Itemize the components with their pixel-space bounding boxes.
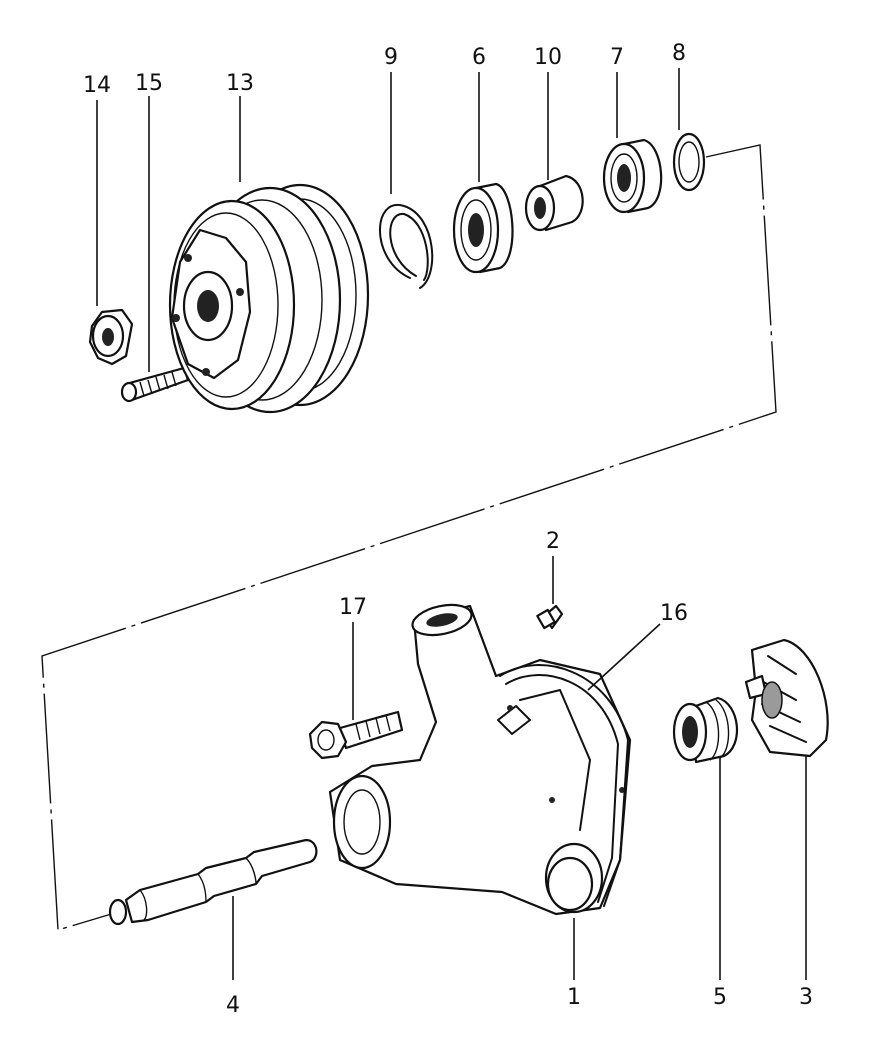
callout-14: 14 bbox=[83, 73, 111, 98]
hex-nut-14 bbox=[88, 308, 134, 366]
callout-3: 3 bbox=[799, 985, 813, 1010]
callout-16: 16 bbox=[660, 601, 688, 626]
callout-15: 15 bbox=[135, 71, 163, 96]
leader-lines bbox=[96, 68, 807, 980]
stud-bolt-15 bbox=[120, 366, 190, 403]
callout-8: 8 bbox=[672, 41, 686, 66]
callout-4: 4 bbox=[226, 993, 240, 1018]
shim-washer-8 bbox=[672, 132, 706, 192]
assembly-center-line bbox=[41, 144, 777, 931]
ball-bearing-7 bbox=[602, 138, 663, 214]
callout-5: 5 bbox=[713, 985, 727, 1010]
snap-ring-9 bbox=[379, 203, 434, 289]
callout-6: 6 bbox=[472, 45, 486, 70]
callout-7: 7 bbox=[610, 45, 624, 70]
callout-13: 13 bbox=[226, 71, 254, 96]
callout-10: 10 bbox=[534, 45, 562, 70]
plug-screw-2 bbox=[536, 604, 564, 630]
gasket-16 bbox=[499, 664, 629, 907]
impeller-3 bbox=[744, 638, 829, 758]
callout-17: 17 bbox=[339, 595, 367, 620]
pulley-hub-13 bbox=[168, 183, 370, 414]
hex-bolt-17 bbox=[308, 710, 404, 760]
pump-body-1 bbox=[328, 603, 632, 916]
callout-1: 1 bbox=[567, 985, 581, 1010]
pump-shaft-4 bbox=[108, 838, 318, 926]
callout-9: 9 bbox=[384, 45, 398, 70]
mechanical-seal-5 bbox=[672, 696, 738, 764]
callout-2: 2 bbox=[546, 529, 560, 554]
bearing-spacer-10 bbox=[524, 174, 584, 232]
ball-bearing-6 bbox=[452, 182, 514, 274]
